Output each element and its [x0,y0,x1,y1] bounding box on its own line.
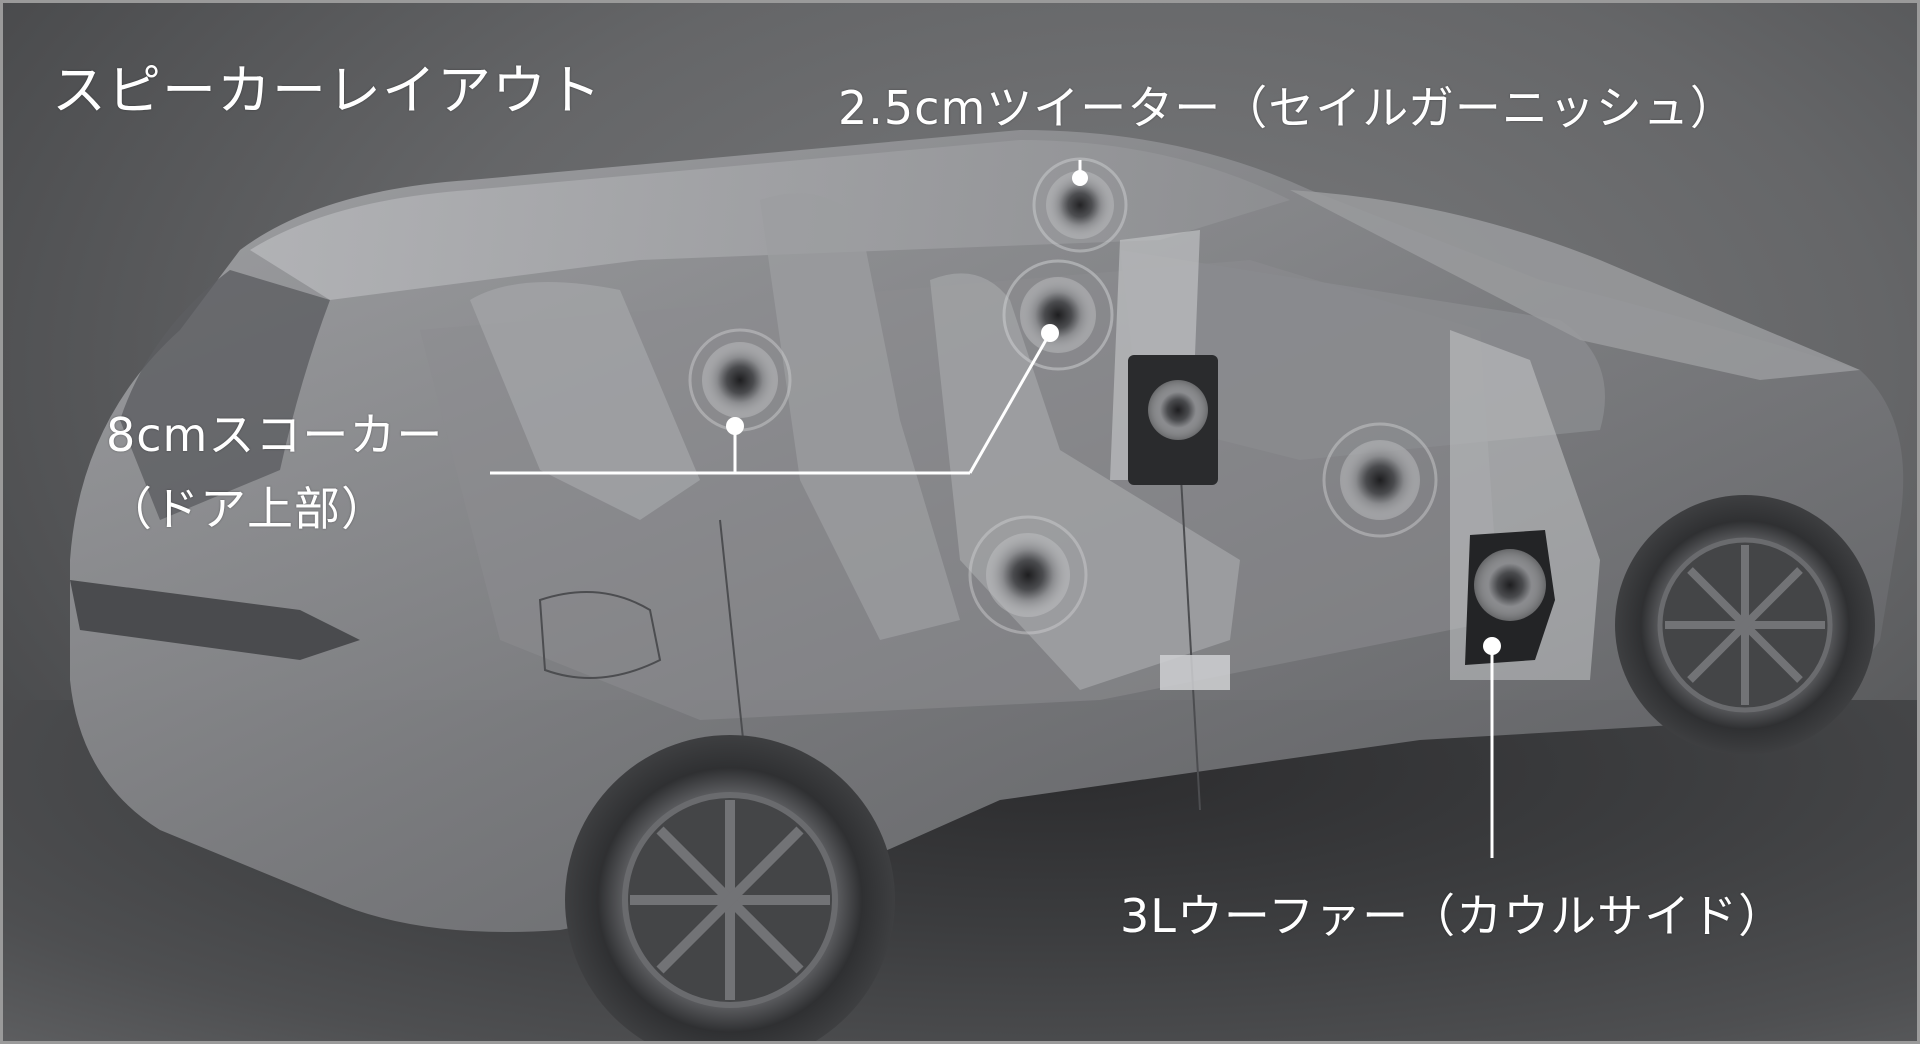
speaker-squawker-rear-right [968,515,1088,635]
squawker-label: 8cmスコーカー （ドア上部） [106,398,443,546]
callout-dots [726,170,1501,655]
tweeter-label: 2.5cmツイーター（セイルガーニッシュ） [838,81,1737,135]
woofer-label: 3Lウーファー（カウルサイド） [1120,889,1786,943]
speaker-squawker-front-left [1002,259,1114,371]
rear-window [120,270,330,520]
woofer-left-enclosure [1128,355,1218,485]
woofer-right-enclosure [1465,530,1555,665]
hood [1290,190,1860,380]
page-title: スピーカーレイアウト [52,59,602,122]
amplifier [1160,655,1230,690]
squawker-label-line1: 8cmスコーカー [106,408,444,462]
leader-lines [490,160,1494,858]
front-seat-left [760,193,960,641]
speaker-squawker-rear-left [688,328,792,432]
tail-light [70,580,360,660]
fuel-door [538,591,662,679]
speaker-tweeter-left [1032,157,1128,253]
speaker-squawker-front-right [1322,422,1438,538]
rear-seat [470,282,700,520]
squawker-label-line2: （ドア上部） [106,482,388,536]
